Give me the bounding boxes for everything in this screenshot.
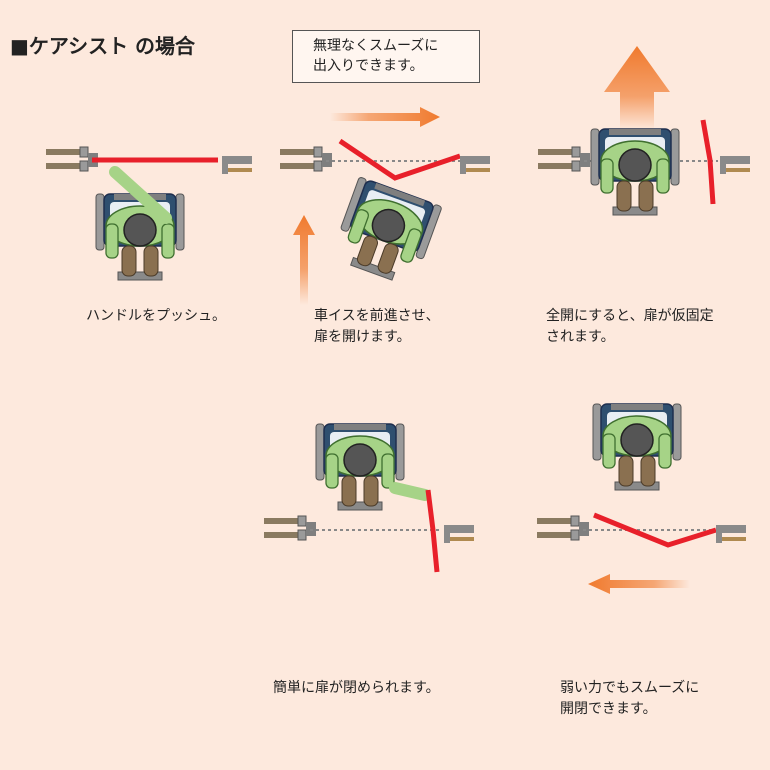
reaching-arm xyxy=(389,482,431,501)
caption-step-1-line-1: ハンドルをプッシュ。 xyxy=(86,308,226,324)
door-jamb xyxy=(444,525,474,543)
door-jamb xyxy=(720,156,750,174)
arrow-right xyxy=(330,107,440,127)
page-title: ■ケアシスト の場合 xyxy=(10,34,196,58)
door-open xyxy=(700,119,716,205)
door-jamb xyxy=(716,525,746,543)
scene-fully-open xyxy=(537,46,750,216)
caption-step-5-line-2: 開閉できます。 xyxy=(560,701,657,717)
door-folding xyxy=(338,138,461,181)
door-hinge-bracket xyxy=(537,146,591,172)
scene-handle-push xyxy=(45,146,252,281)
caption-step-4-line-1: 簡単に扉が閉められます。 xyxy=(273,680,440,696)
door-hinge-bracket xyxy=(279,146,333,172)
scene-smooth-operation xyxy=(536,403,746,594)
reaching-arm xyxy=(109,166,172,224)
scene-push-forward xyxy=(279,107,490,305)
note-line-1: 無理なくスムーズに xyxy=(313,38,439,54)
caption-step-5: 弱い力でもスムーズに 開閉できます。 xyxy=(560,678,699,720)
wheelchair-user xyxy=(590,128,680,216)
door-hinge-bracket xyxy=(263,515,317,541)
wheelchair-user xyxy=(315,423,405,511)
wheelchair-user xyxy=(95,193,185,281)
caption-step-3-line-2: されます。 xyxy=(546,329,615,345)
door-jamb xyxy=(222,156,252,174)
caption-step-3: 全開にすると、扉が仮固定 されます。 xyxy=(546,306,714,348)
caption-step-2: 車イスを前進させ、 扉を開けます。 xyxy=(314,306,440,348)
door-hinge-bracket xyxy=(536,515,590,541)
caption-step-2-line-1: 車イスを前進させ、 xyxy=(314,308,440,324)
wheelchair-user xyxy=(329,175,443,289)
arrow-left xyxy=(588,574,690,594)
scene-close-door xyxy=(263,423,474,573)
door-folding xyxy=(593,512,717,548)
arrow-up xyxy=(293,215,315,305)
arrow-up-large xyxy=(604,46,670,130)
caption-step-5-line-1: 弱い力でもスムーズに xyxy=(560,680,700,696)
note-line-2: 出入りできます。 xyxy=(313,58,424,74)
wheelchair-user xyxy=(592,403,682,491)
caption-step-2-line-2: 扉を開けます。 xyxy=(314,329,411,345)
caption-step-4: 簡単に扉が閉められます。 xyxy=(273,678,440,699)
door-jamb xyxy=(460,156,490,174)
door-hinge-bracket xyxy=(45,146,99,172)
note-box: 無理なくスムーズに 出入りできます。 xyxy=(292,30,480,83)
caption-step-1: ハンドルをプッシュ。 xyxy=(86,306,226,327)
caption-step-3-line-1: 全開にすると、扉が仮固定 xyxy=(546,308,714,324)
door-open xyxy=(425,489,440,573)
